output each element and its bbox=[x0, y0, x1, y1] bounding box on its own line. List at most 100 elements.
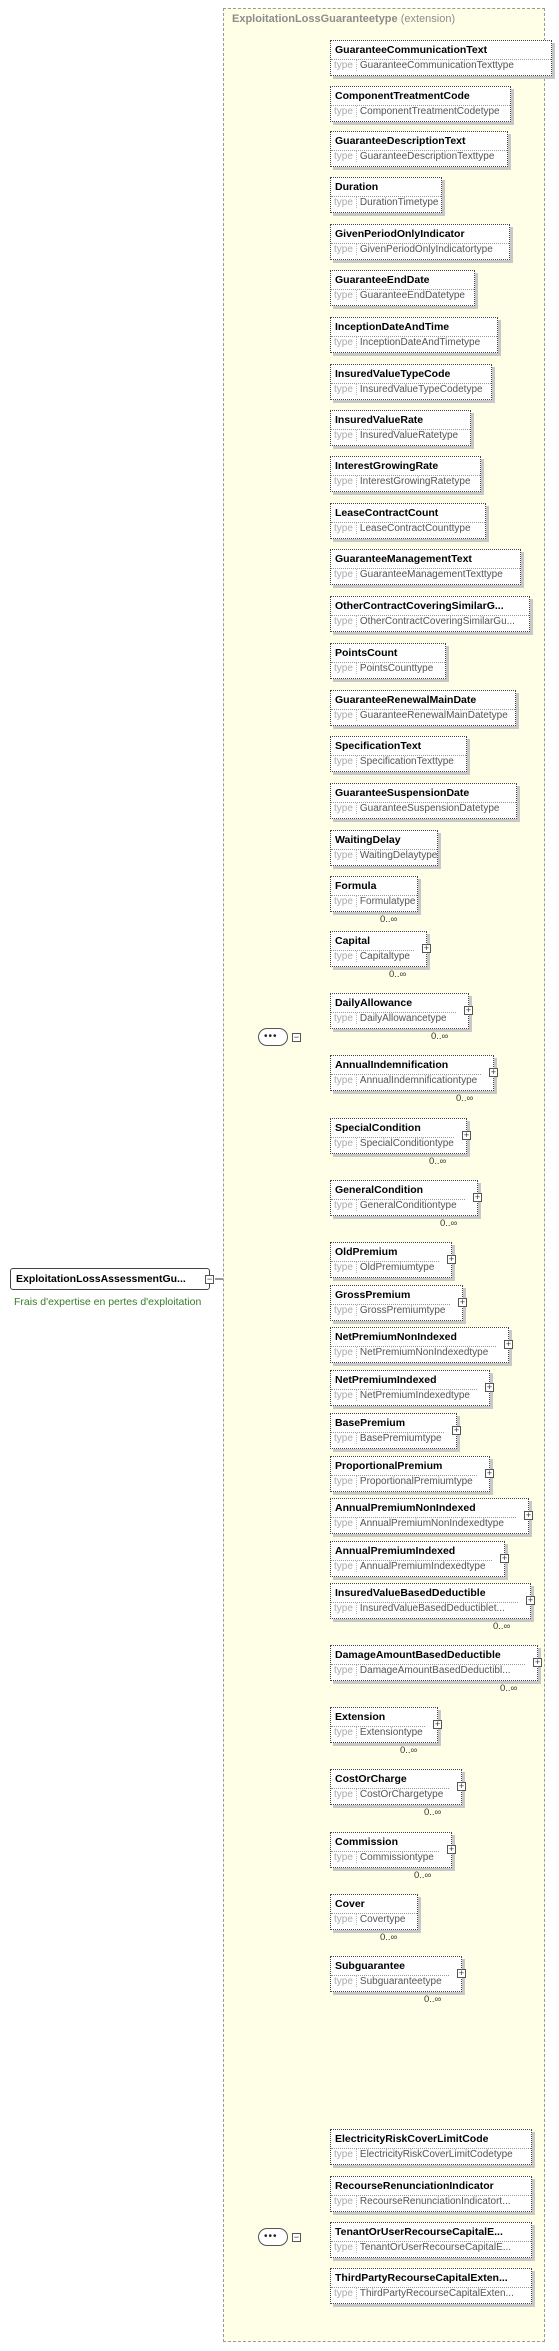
expand-icon[interactable]: + bbox=[526, 1595, 535, 1605]
sequence-1-collapse-icon[interactable]: − bbox=[292, 1032, 301, 1042]
expand-icon[interactable]: + bbox=[433, 1719, 442, 1729]
expand-icon[interactable]: + bbox=[533, 1657, 542, 1667]
sequence-compositor-2[interactable]: ••• bbox=[258, 2228, 288, 2246]
type-value: InterestGrowingRatetype bbox=[359, 476, 471, 487]
type-value: DamageAmountBasedDeductibl... bbox=[359, 1665, 511, 1676]
expand-icon[interactable]: + bbox=[489, 1067, 498, 1077]
cardinality-label: 0..∞ bbox=[414, 1870, 432, 1881]
expand-icon[interactable]: + bbox=[447, 1254, 456, 1264]
element-name: InterestGrowingRate bbox=[335, 460, 439, 472]
expand-icon[interactable]: + bbox=[485, 1382, 494, 1392]
type-value: SpecialConditiontype bbox=[359, 1138, 454, 1149]
type-value: WaitingDelaytype bbox=[359, 850, 437, 861]
element-name: InsuredValueRate bbox=[335, 414, 424, 426]
sequence-2-collapse-icon[interactable]: − bbox=[292, 2232, 301, 2242]
cardinality-label: 0..∞ bbox=[389, 969, 407, 980]
expand-icon[interactable]: + bbox=[500, 1553, 509, 1563]
expand-icon[interactable]: + bbox=[447, 1844, 456, 1854]
sequence-compositor-1[interactable]: ••• bbox=[258, 1028, 288, 1046]
element-name: AnnualIndemnification bbox=[335, 1059, 449, 1071]
element-name: InsuredValueBasedDeductible bbox=[335, 1587, 486, 1599]
element-name: Extension bbox=[335, 1711, 386, 1723]
element-name: GivenPeriodOnlyIndicator bbox=[335, 228, 465, 240]
expand-icon[interactable]: + bbox=[485, 1468, 494, 1478]
root-element[interactable]: ExploitationLossAssessmentGu... − bbox=[10, 1268, 214, 1290]
type-keyword: type bbox=[331, 1138, 357, 1149]
element-name: GuaranteeRenewalMainDate bbox=[335, 694, 477, 706]
type-keyword: type bbox=[331, 756, 357, 767]
cardinality-label: 0..∞ bbox=[424, 1994, 442, 2005]
expand-icon[interactable]: + bbox=[458, 1297, 467, 1307]
expand-icon[interactable]: + bbox=[457, 1781, 466, 1791]
expand-icon[interactable]: + bbox=[452, 1425, 461, 1435]
type-value: PointsCounttype bbox=[359, 663, 434, 674]
cardinality-label: 0..∞ bbox=[380, 914, 398, 925]
element-name: Subguarantee bbox=[335, 1960, 406, 1972]
expand-icon[interactable]: + bbox=[462, 1130, 471, 1140]
expand-icon[interactable]: + bbox=[504, 1339, 513, 1349]
expand-icon[interactable]: + bbox=[422, 943, 431, 953]
type-keyword: type bbox=[331, 2242, 357, 2253]
expand-icon[interactable]: + bbox=[457, 1968, 466, 1978]
expand-icon[interactable]: + bbox=[464, 1005, 473, 1015]
expand-icon[interactable]: + bbox=[473, 1192, 482, 1202]
element-name: InceptionDateAndTime bbox=[335, 321, 450, 333]
root-collapse-icon[interactable]: − bbox=[205, 1274, 214, 1284]
cardinality-label: 0..∞ bbox=[440, 1218, 458, 1229]
expand-icon[interactable]: + bbox=[524, 1510, 533, 1520]
